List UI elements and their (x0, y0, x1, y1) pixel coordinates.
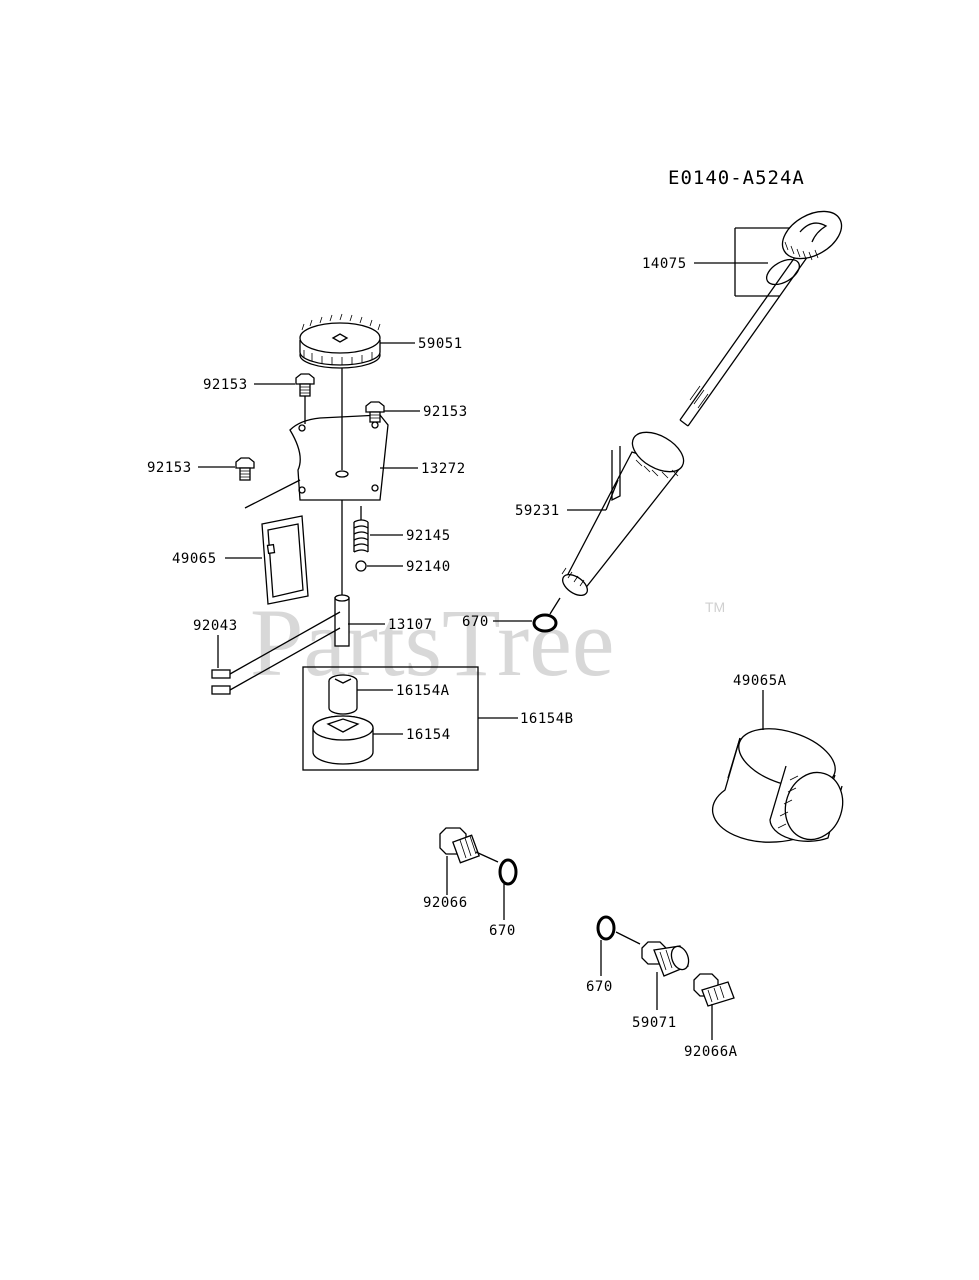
part-13107-pump-shaft[interactable] (334, 500, 350, 647)
part-670-oring-tube[interactable] (532, 597, 561, 633)
label-49065A[interactable]: 49065A (733, 673, 787, 689)
label-92066A[interactable]: 92066A (684, 1044, 738, 1060)
label-670-tube[interactable]: 670 (462, 614, 489, 630)
part-16154A-inner-rotor[interactable] (328, 674, 358, 715)
part-92140-ball[interactable] (355, 560, 367, 572)
watermark: PartsTree (250, 589, 614, 696)
part-670-oring-plug[interactable] (498, 858, 518, 886)
label-13107[interactable]: 13107 (388, 617, 433, 633)
part-13272-pump-cover[interactable] (289, 368, 389, 501)
leader-59231 (567, 479, 619, 511)
part-92066A-plug[interactable] (693, 973, 735, 1007)
label-59071[interactable]: 59071 (632, 1015, 677, 1031)
part-49065A-oil-filter[interactable] (711, 718, 852, 847)
part-92153-bolt-a[interactable] (295, 373, 315, 424)
part-49065-oil-screen[interactable] (261, 515, 309, 605)
diagram-code: E0140-A524A (668, 167, 805, 189)
label-59231[interactable]: 59231 (515, 503, 560, 519)
label-92066[interactable]: 92066 (423, 895, 468, 911)
watermark-trademark: TM (705, 599, 725, 615)
label-16154B[interactable]: 16154B (520, 711, 574, 727)
label-92153-a[interactable]: 92153 (203, 377, 248, 393)
leader-14075 (694, 227, 790, 297)
part-92153-bolt-b[interactable] (365, 401, 385, 423)
label-59051[interactable]: 59051 (418, 336, 463, 352)
label-92043[interactable]: 92043 (193, 618, 238, 634)
part-59051-pump-gear[interactable] (299, 313, 381, 369)
label-92145[interactable]: 92145 (406, 528, 451, 544)
label-16154[interactable]: 16154 (406, 727, 451, 743)
label-92140[interactable]: 92140 (406, 559, 451, 575)
part-59231-filler-tube[interactable] (559, 424, 690, 599)
part-92153-bolt-c[interactable] (235, 457, 301, 509)
part-92043-pins[interactable] (211, 611, 341, 695)
label-14075[interactable]: 14075 (642, 256, 687, 272)
part-16154-outer-rotor[interactable] (312, 715, 374, 765)
label-49065[interactable]: 49065 (172, 551, 217, 567)
label-92153-c[interactable]: 92153 (147, 460, 192, 476)
part-92145-spring[interactable] (353, 506, 369, 553)
part-14075-dipstick-cap[interactable] (679, 202, 850, 427)
label-16154A[interactable]: 16154A (396, 683, 450, 699)
label-670-plug[interactable]: 670 (489, 923, 516, 939)
label-670-valve[interactable]: 670 (586, 979, 613, 995)
label-13272[interactable]: 13272 (421, 461, 466, 477)
part-670-oring-valve[interactable] (596, 915, 641, 945)
part-59071-relief-valve[interactable] (641, 941, 692, 977)
part-92066-drain-plug[interactable] (439, 827, 499, 864)
label-92153-b[interactable]: 92153 (423, 404, 468, 420)
